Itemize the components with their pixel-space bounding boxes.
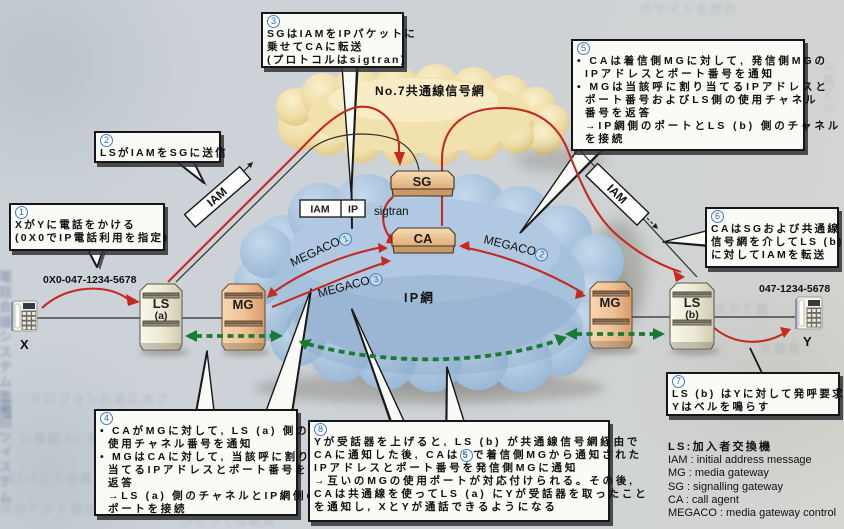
svg-text:MG: MG xyxy=(600,295,621,310)
svg-text:(b): (b) xyxy=(685,309,698,321)
svg-text:IAM: IAM xyxy=(310,204,330,216)
svg-text:LS: LS xyxy=(684,295,701,310)
svg-text:LS: LS xyxy=(153,296,170,311)
svg-text:MG: MG xyxy=(233,297,254,312)
svg-text:SG: SG xyxy=(413,174,432,189)
svg-text:IP: IP xyxy=(348,204,358,216)
svg-text:(a): (a) xyxy=(155,310,168,322)
svg-text:CA: CA xyxy=(414,231,433,246)
